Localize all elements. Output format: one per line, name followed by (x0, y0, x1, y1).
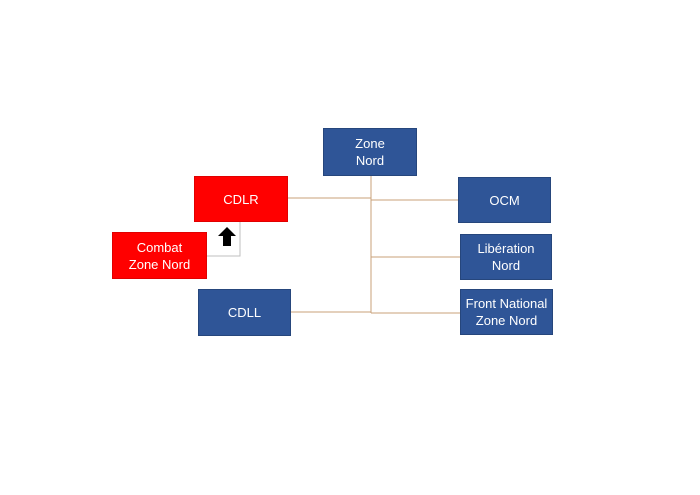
node-liberation-nord: Libération Nord (460, 234, 552, 280)
node-front-national-zone-nord: Front National Zone Nord (460, 289, 553, 335)
node-cdll: CDLL (198, 289, 291, 336)
connector-combat-cdlr (207, 222, 241, 257)
node-ocm: OCM (458, 177, 551, 223)
node-combat-zone-nord: Combat Zone Nord (112, 232, 207, 279)
node-zone-nord: Zone Nord (323, 128, 417, 176)
up-arrow-icon (218, 227, 236, 246)
node-cdlr: CDLR (194, 176, 288, 222)
